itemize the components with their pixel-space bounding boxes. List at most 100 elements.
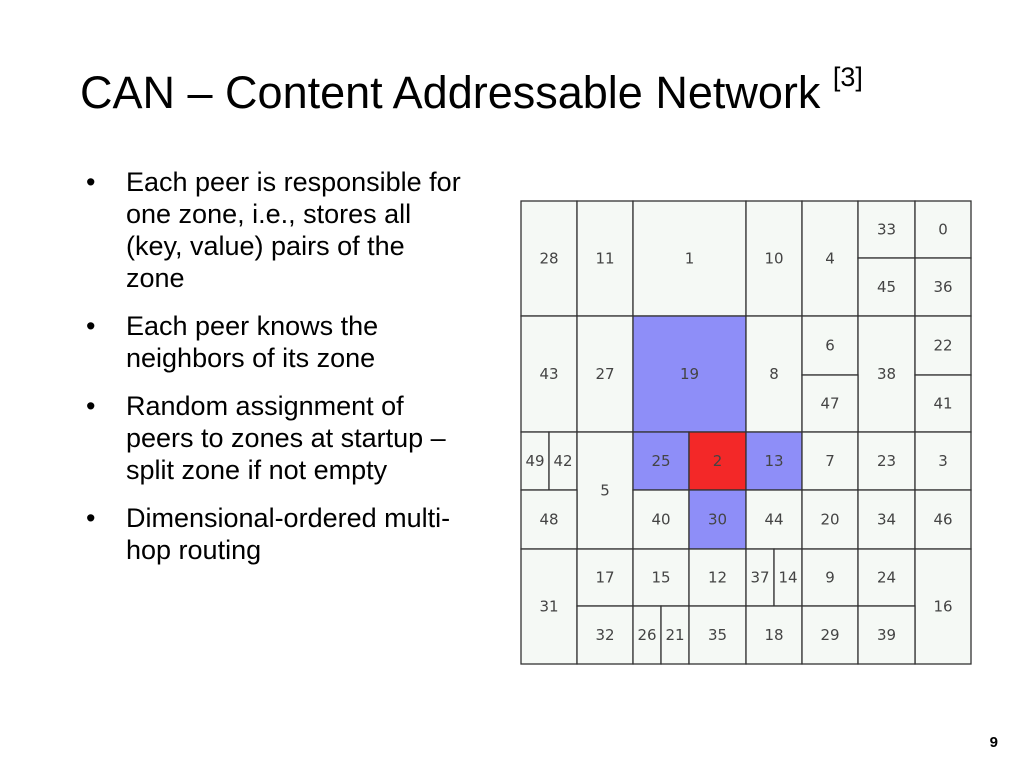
- zone-label: 23: [877, 452, 896, 470]
- bullet-dot-icon: •: [86, 311, 96, 341]
- zone-label: 1: [685, 250, 695, 268]
- zone-label: 0: [938, 221, 948, 239]
- zone-label: 7: [825, 452, 835, 470]
- zone-7: 7: [801, 431, 859, 491]
- zone-label: 12: [708, 569, 727, 587]
- zone-cell: [857, 548, 916, 607]
- zone-30: 30: [688, 489, 747, 550]
- zone-label: 17: [595, 569, 614, 587]
- zone-11: 11: [576, 200, 634, 317]
- zone-29: 29: [801, 605, 859, 665]
- bullet-text: Each peer is responsible for one zone, i…: [126, 167, 461, 293]
- zone-label: 35: [708, 626, 727, 644]
- zone-label: 21: [665, 626, 684, 644]
- zone-27: 27: [576, 315, 634, 433]
- zone-16: 16: [914, 548, 972, 665]
- zone-cell: [576, 200, 634, 317]
- zone-49: 49: [520, 431, 550, 491]
- zone-48: 48: [520, 489, 578, 550]
- zone-36: 36: [914, 257, 972, 317]
- bullet-dot-icon: •: [86, 391, 96, 421]
- zone-44: 44: [745, 489, 803, 550]
- zone-label: 15: [651, 569, 670, 587]
- zone-cell: [576, 548, 634, 607]
- zone-label: 42: [553, 452, 572, 470]
- zone-label: 31: [539, 598, 558, 616]
- bullet-text: Each peer knows the neighbors of its zon…: [126, 311, 379, 373]
- zone-label: 30: [708, 511, 727, 529]
- zone-label: 14: [778, 569, 797, 587]
- zone-label: 20: [820, 511, 839, 529]
- zone-cell: [520, 200, 578, 317]
- zone-label: 26: [637, 626, 656, 644]
- zone-13: 13: [745, 431, 803, 491]
- zone-cell: [688, 605, 747, 665]
- bullet-item: • Each peer knows the neighbors of its zo…: [86, 310, 466, 374]
- zone-cell: [632, 489, 690, 550]
- zone-label: 18: [764, 626, 783, 644]
- zone-22: 22: [914, 315, 972, 376]
- zone-label: 48: [539, 511, 558, 529]
- bullet-item: • Random assignment of peers to zones at …: [86, 390, 466, 486]
- zone-cell: [801, 374, 859, 433]
- zone-31: 31: [520, 548, 578, 665]
- zone-cell: [801, 605, 859, 665]
- zone-15: 15: [632, 548, 690, 607]
- zone-34: 34: [857, 489, 916, 550]
- zone-45: 45: [857, 257, 916, 317]
- zone-23: 23: [857, 431, 916, 491]
- zone-cell: [520, 489, 578, 550]
- zone-18: 18: [745, 605, 803, 665]
- zone-label: 33: [877, 221, 896, 239]
- zone-label: 27: [595, 365, 614, 383]
- zone-label: 22: [933, 337, 952, 355]
- bullet-list: • Each peer is responsible for one zone, …: [86, 166, 466, 582]
- zone-46: 46: [914, 489, 972, 550]
- zone-10: 10: [745, 200, 803, 317]
- zone-label: 11: [595, 250, 614, 268]
- zone-label: 16: [933, 598, 952, 616]
- zone-label: 32: [595, 626, 614, 644]
- zone-label: 41: [933, 395, 952, 413]
- zone-26: 26: [632, 605, 662, 665]
- zone-label: 28: [539, 250, 558, 268]
- zone-39: 39: [857, 605, 916, 665]
- zone-label: 3: [938, 452, 948, 470]
- zone-cell: [632, 605, 662, 665]
- zone-label: 10: [764, 250, 783, 268]
- zone-cell: [688, 431, 747, 491]
- zone-label: 8: [769, 365, 779, 383]
- zone-21: 21: [660, 605, 690, 665]
- zone-20: 20: [801, 489, 859, 550]
- bullet-text: Dimensional-ordered multi-hop routing: [126, 503, 451, 565]
- zone-3: 3: [914, 431, 972, 491]
- zone-33: 33: [857, 200, 916, 259]
- bullet-text: Random assignment of peers to zones at s…: [126, 391, 446, 485]
- zone-cell: [914, 548, 972, 665]
- bullet-dot-icon: •: [86, 167, 96, 197]
- zone-cell: [857, 257, 916, 317]
- zone-cell: [914, 431, 972, 491]
- zone-label: 5: [600, 482, 610, 500]
- zone-label: 36: [933, 278, 952, 296]
- zone-label: 9: [825, 569, 835, 587]
- zone-label: 44: [764, 511, 783, 529]
- zone-17: 17: [576, 548, 634, 607]
- zone-25: 25: [632, 431, 690, 491]
- zone-cell: [914, 374, 972, 433]
- title-reference: [3]: [832, 62, 863, 92]
- zone-label: 25: [651, 452, 670, 470]
- zone-9: 9: [801, 548, 859, 607]
- zone-43: 43: [520, 315, 578, 433]
- zone-cell: [745, 605, 803, 665]
- slide-title-text: CAN – Content Addressable Network: [80, 67, 821, 118]
- zone-label: 24: [877, 569, 896, 587]
- zone-label: 4: [825, 250, 835, 268]
- zone-cell: [520, 315, 578, 433]
- zone-37: 37: [745, 548, 775, 607]
- zone-19: 19: [632, 315, 747, 433]
- zone-24: 24: [857, 548, 916, 607]
- zone-label: 43: [539, 365, 558, 383]
